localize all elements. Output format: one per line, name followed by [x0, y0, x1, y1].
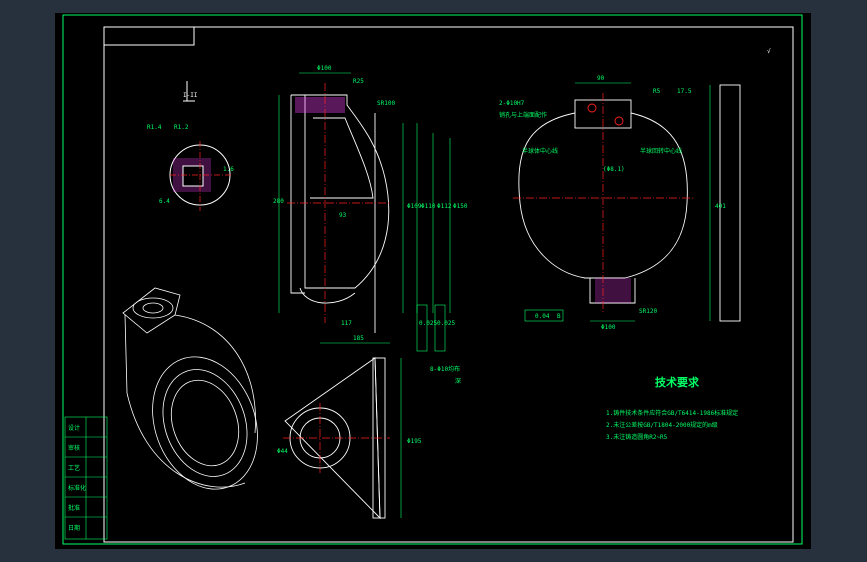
- title-block-labels: 设计 审核 工艺 标准化 批准 日期: [68, 424, 86, 532]
- tech-requirements: 技术要求 1.铸件技术条件应符合GB/T6414-1986标准规定 2.未注公差…: [606, 375, 738, 441]
- tb-row-3: 工艺: [68, 464, 80, 472]
- center-dims: Φ100 R25 SR100 280 93 117 185 Φ109 Φ110 …: [273, 65, 468, 352]
- tb-row-1: 设计: [68, 424, 80, 432]
- dim-top-width: Φ100: [317, 65, 332, 72]
- dim-dia1: Φ109: [407, 203, 422, 210]
- tech-title: 技术要求: [655, 375, 700, 389]
- dim-height: 280: [273, 198, 284, 205]
- cone-dims: 8-Φ10均布 深 Φ44 Φ195: [277, 358, 461, 518]
- roughness-mark: √: [767, 48, 771, 55]
- corner-box: [103, 26, 195, 46]
- dim-r1: R5: [653, 88, 661, 95]
- tb-row-5: 批准: [68, 504, 80, 512]
- outer-frame: [62, 14, 803, 545]
- dim-sr-bottom: SR120: [639, 308, 657, 315]
- side-view: [513, 84, 741, 322]
- dim-radius: SR100: [377, 100, 395, 107]
- flatness-ref: B: [557, 313, 561, 320]
- section-marker: I-II: [183, 81, 198, 102]
- dim-dia3: Φ112: [437, 203, 452, 210]
- tb-row-6: 日期: [68, 524, 80, 532]
- hole-note2: 销孔与上端面配作: [499, 111, 547, 119]
- tech-item-1: 1.铸件技术条件应符合GB/T6414-1986标准规定: [606, 409, 738, 417]
- dim-top-right: R25: [353, 78, 364, 85]
- lower-left: Φ44: [277, 448, 288, 455]
- drawing-canvas[interactable]: I-II R1.4 R1.2 6.4 1.6: [55, 13, 811, 549]
- detail-r1: R1.4: [147, 124, 162, 131]
- hole-note: 2-Φ10H7: [499, 100, 525, 107]
- dim-right-top: 90: [597, 75, 605, 82]
- detail-r2: R1.2: [174, 124, 189, 131]
- dim-inner: 93: [339, 212, 347, 219]
- dim-dia2: Φ110: [421, 203, 436, 210]
- lower-dia: Φ195: [407, 438, 422, 445]
- detail-tol1: 6.4: [159, 198, 170, 205]
- flatness: 0.04: [535, 313, 550, 320]
- center-label: 半球体中心线: [522, 147, 558, 155]
- tb-row-2: 审核: [68, 444, 80, 452]
- tol-a: 0.025: [419, 320, 437, 327]
- center-label2: 半球回转中心线: [640, 147, 682, 155]
- tol-b: 0.025: [437, 320, 455, 327]
- lower-note: 8-Φ10均布: [430, 365, 460, 373]
- detail-tol2: 1.6: [223, 166, 234, 173]
- inner-frame: [103, 26, 794, 543]
- side-dims: 90 2-Φ10H7 销孔与上端面配作 半球体中心线 半球回转中心线 (Φ8.1…: [499, 75, 726, 331]
- isometric-view: [122, 287, 258, 490]
- detail-section-view: R1.4 R1.2 6.4 1.6: [147, 124, 234, 211]
- dim-dia4: Φ150: [453, 203, 468, 210]
- dim-bottom-left: 117: [341, 320, 352, 327]
- center-dim: (Φ8.1): [603, 166, 625, 173]
- front-section-view: [287, 83, 390, 333]
- section-label: I-II: [183, 92, 198, 99]
- dim-right-height: 401: [715, 203, 726, 210]
- tech-item-3: 3.未注铸造圆角R2~R5: [606, 433, 668, 441]
- lower-depth: 深: [455, 377, 461, 385]
- tb-row-4: 标准化: [68, 484, 86, 492]
- dim-right-bottom: Φ100: [601, 324, 616, 331]
- cone-view: [283, 357, 390, 520]
- drawing-svg: I-II R1.4 R1.2 6.4 1.6: [62, 14, 803, 545]
- dim-bottom: 185: [353, 335, 364, 342]
- title-block: [64, 416, 108, 540]
- tech-item-2: 2.未注公差按GB/T1804-2000规定的m级: [606, 421, 718, 429]
- dim-r2: 17.5: [677, 88, 692, 95]
